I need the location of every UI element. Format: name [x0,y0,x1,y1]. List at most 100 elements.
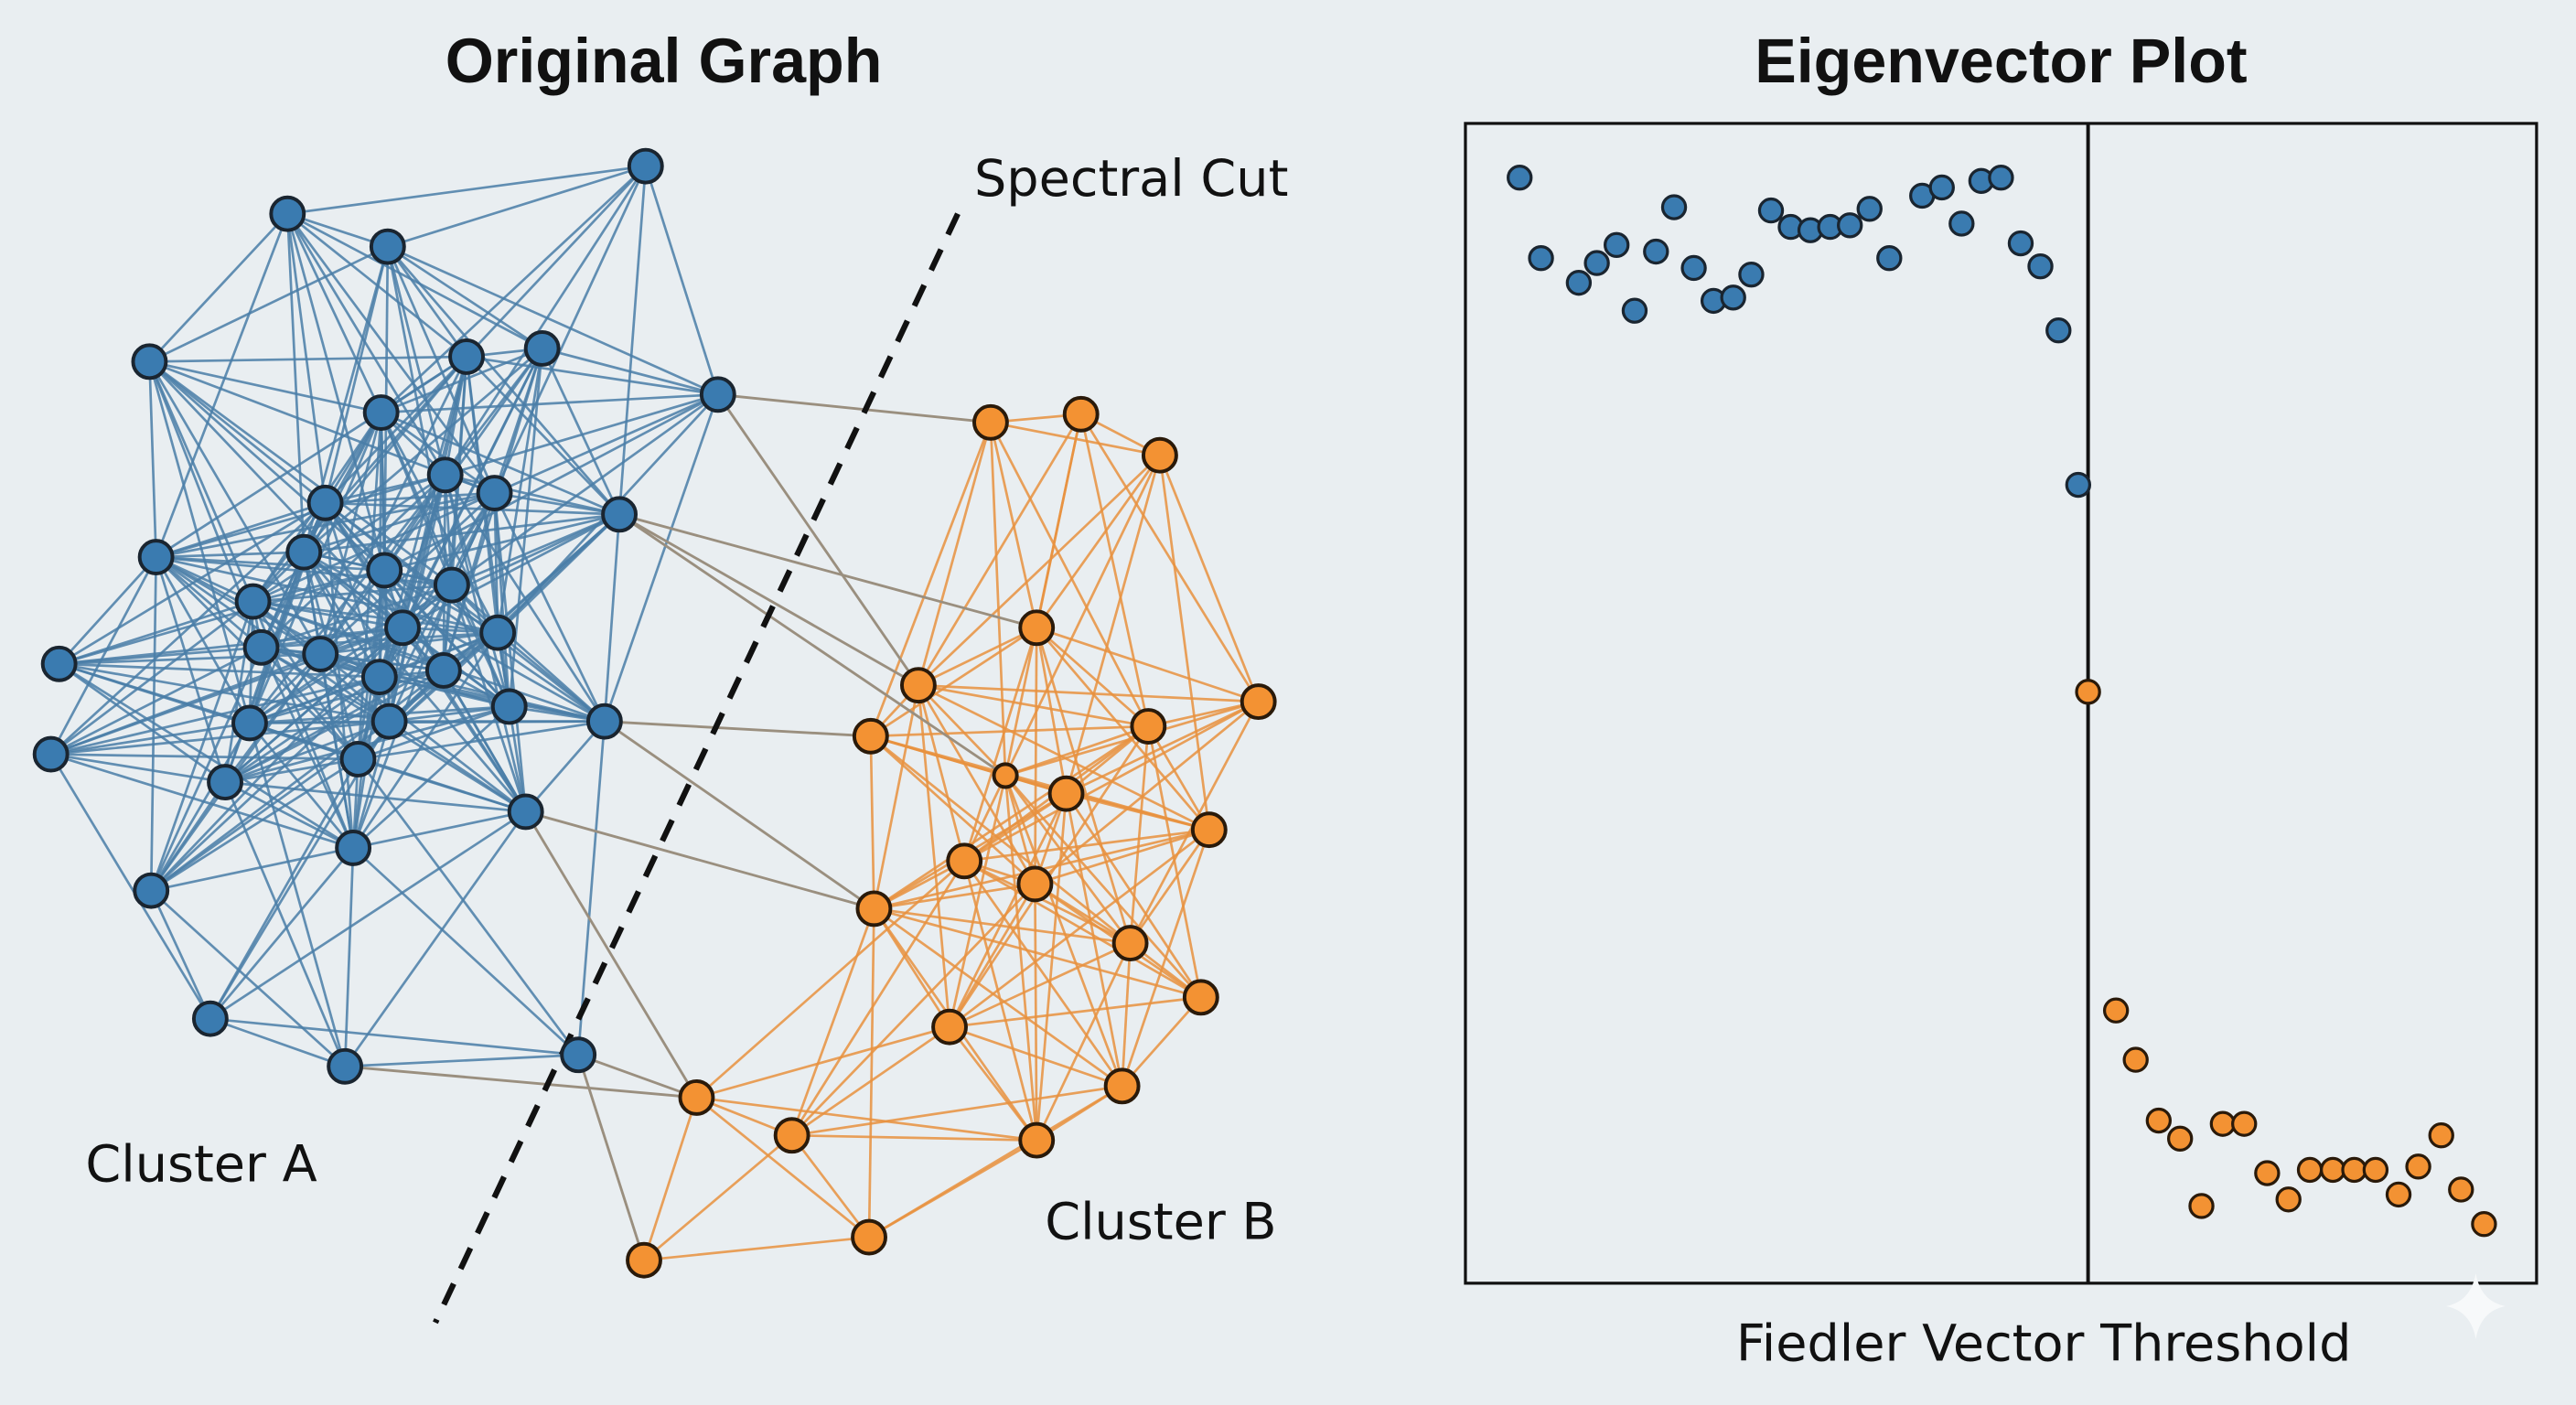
edge [1036,627,1260,703]
edge [874,907,1202,999]
edge [603,514,621,722]
edge [949,1025,1123,1088]
point-cluster-b [2231,1110,2258,1137]
cluster-a-node [490,688,528,725]
edge [209,1017,346,1068]
cluster-b-node [773,1117,810,1154]
edge [59,600,253,666]
edge [576,721,606,1056]
edge [1065,793,1123,1087]
cluster-b-node [852,717,889,755]
cluster-a-node [131,343,168,381]
edge [948,775,1007,1027]
point-cluster-b [2275,1186,2302,1213]
edge [156,491,495,559]
edge [49,753,212,1020]
edge [696,1025,950,1099]
cluster-a-node [699,376,736,413]
edge [150,722,252,892]
cross-edge [345,1065,697,1099]
edge [917,454,1161,687]
edge [381,411,620,516]
point-cluster-b [2405,1153,2431,1180]
spectral-cut-label: Spectral Cut [974,149,1288,209]
edge [948,1025,1038,1142]
cluster-a-node [285,533,323,571]
cross-edge [576,1054,646,1261]
eigenvector-points [1507,165,2497,1238]
edge [444,475,454,585]
cluster-a-node [433,566,470,604]
cluster-a-node [370,702,408,740]
point-cluster-b [2209,1110,2237,1137]
cross-edge [525,810,875,910]
sparkle-icon [2446,1273,2506,1339]
edge [1036,627,1210,831]
point-cluster-a [1928,174,1955,201]
cluster-b-node [1190,811,1228,849]
edge [58,662,226,784]
edge [50,675,381,756]
point-cluster-b [2448,1176,2474,1203]
edge [949,996,1201,1029]
point-cluster-b [2471,1211,2497,1238]
edge [324,246,390,504]
edge [352,705,510,849]
point-cluster-a [1856,196,1883,222]
edge [873,907,1123,1088]
edge [50,753,226,784]
edge [325,491,495,505]
edge [209,758,360,1020]
edge [155,213,289,558]
cross-edge [717,392,992,424]
edge [344,810,527,1067]
edge [643,1134,793,1261]
edge [869,735,1036,885]
edge [386,245,468,358]
cluster-a-node [448,338,485,375]
edge [59,662,380,679]
edge [644,166,720,395]
edge [1158,455,1211,831]
edge [150,846,354,892]
edge [1034,701,1260,885]
edge [989,422,1007,776]
threshold-label: Fiedler Vector Threshold [1736,1314,2352,1373]
edge [149,360,381,414]
edge [252,584,452,603]
point-cluster-a [2045,317,2072,344]
edge [150,889,347,1067]
edge [874,907,1131,945]
edge [156,501,327,559]
cluster-a-node [601,496,638,533]
edge [58,556,157,665]
cluster-a-node [302,636,339,672]
edge [696,1096,1037,1142]
cluster-b-node [972,403,1009,441]
graph-edges [49,165,1260,1262]
edge [260,474,446,649]
point-cluster-a [1757,197,1785,224]
cluster-b-node [946,842,983,880]
edge [156,473,446,559]
edge [1004,413,1083,777]
edge [962,627,1038,862]
edge [261,631,499,649]
edge [156,555,385,572]
edge [1129,829,1210,944]
cross-edge [577,1053,697,1099]
cluster-a-node [479,614,517,651]
cluster-b-node [851,1218,887,1256]
edge [387,245,719,396]
edge [962,860,1038,1141]
edge [148,360,327,504]
edge [345,1053,579,1068]
cluster-a-node [560,1036,597,1074]
edge [445,473,620,516]
point-cluster-a [1603,231,1630,259]
edge [50,722,251,756]
cross-edge [604,720,871,738]
edge [603,393,720,723]
cluster-b-node [1130,708,1167,745]
edge [343,847,355,1067]
